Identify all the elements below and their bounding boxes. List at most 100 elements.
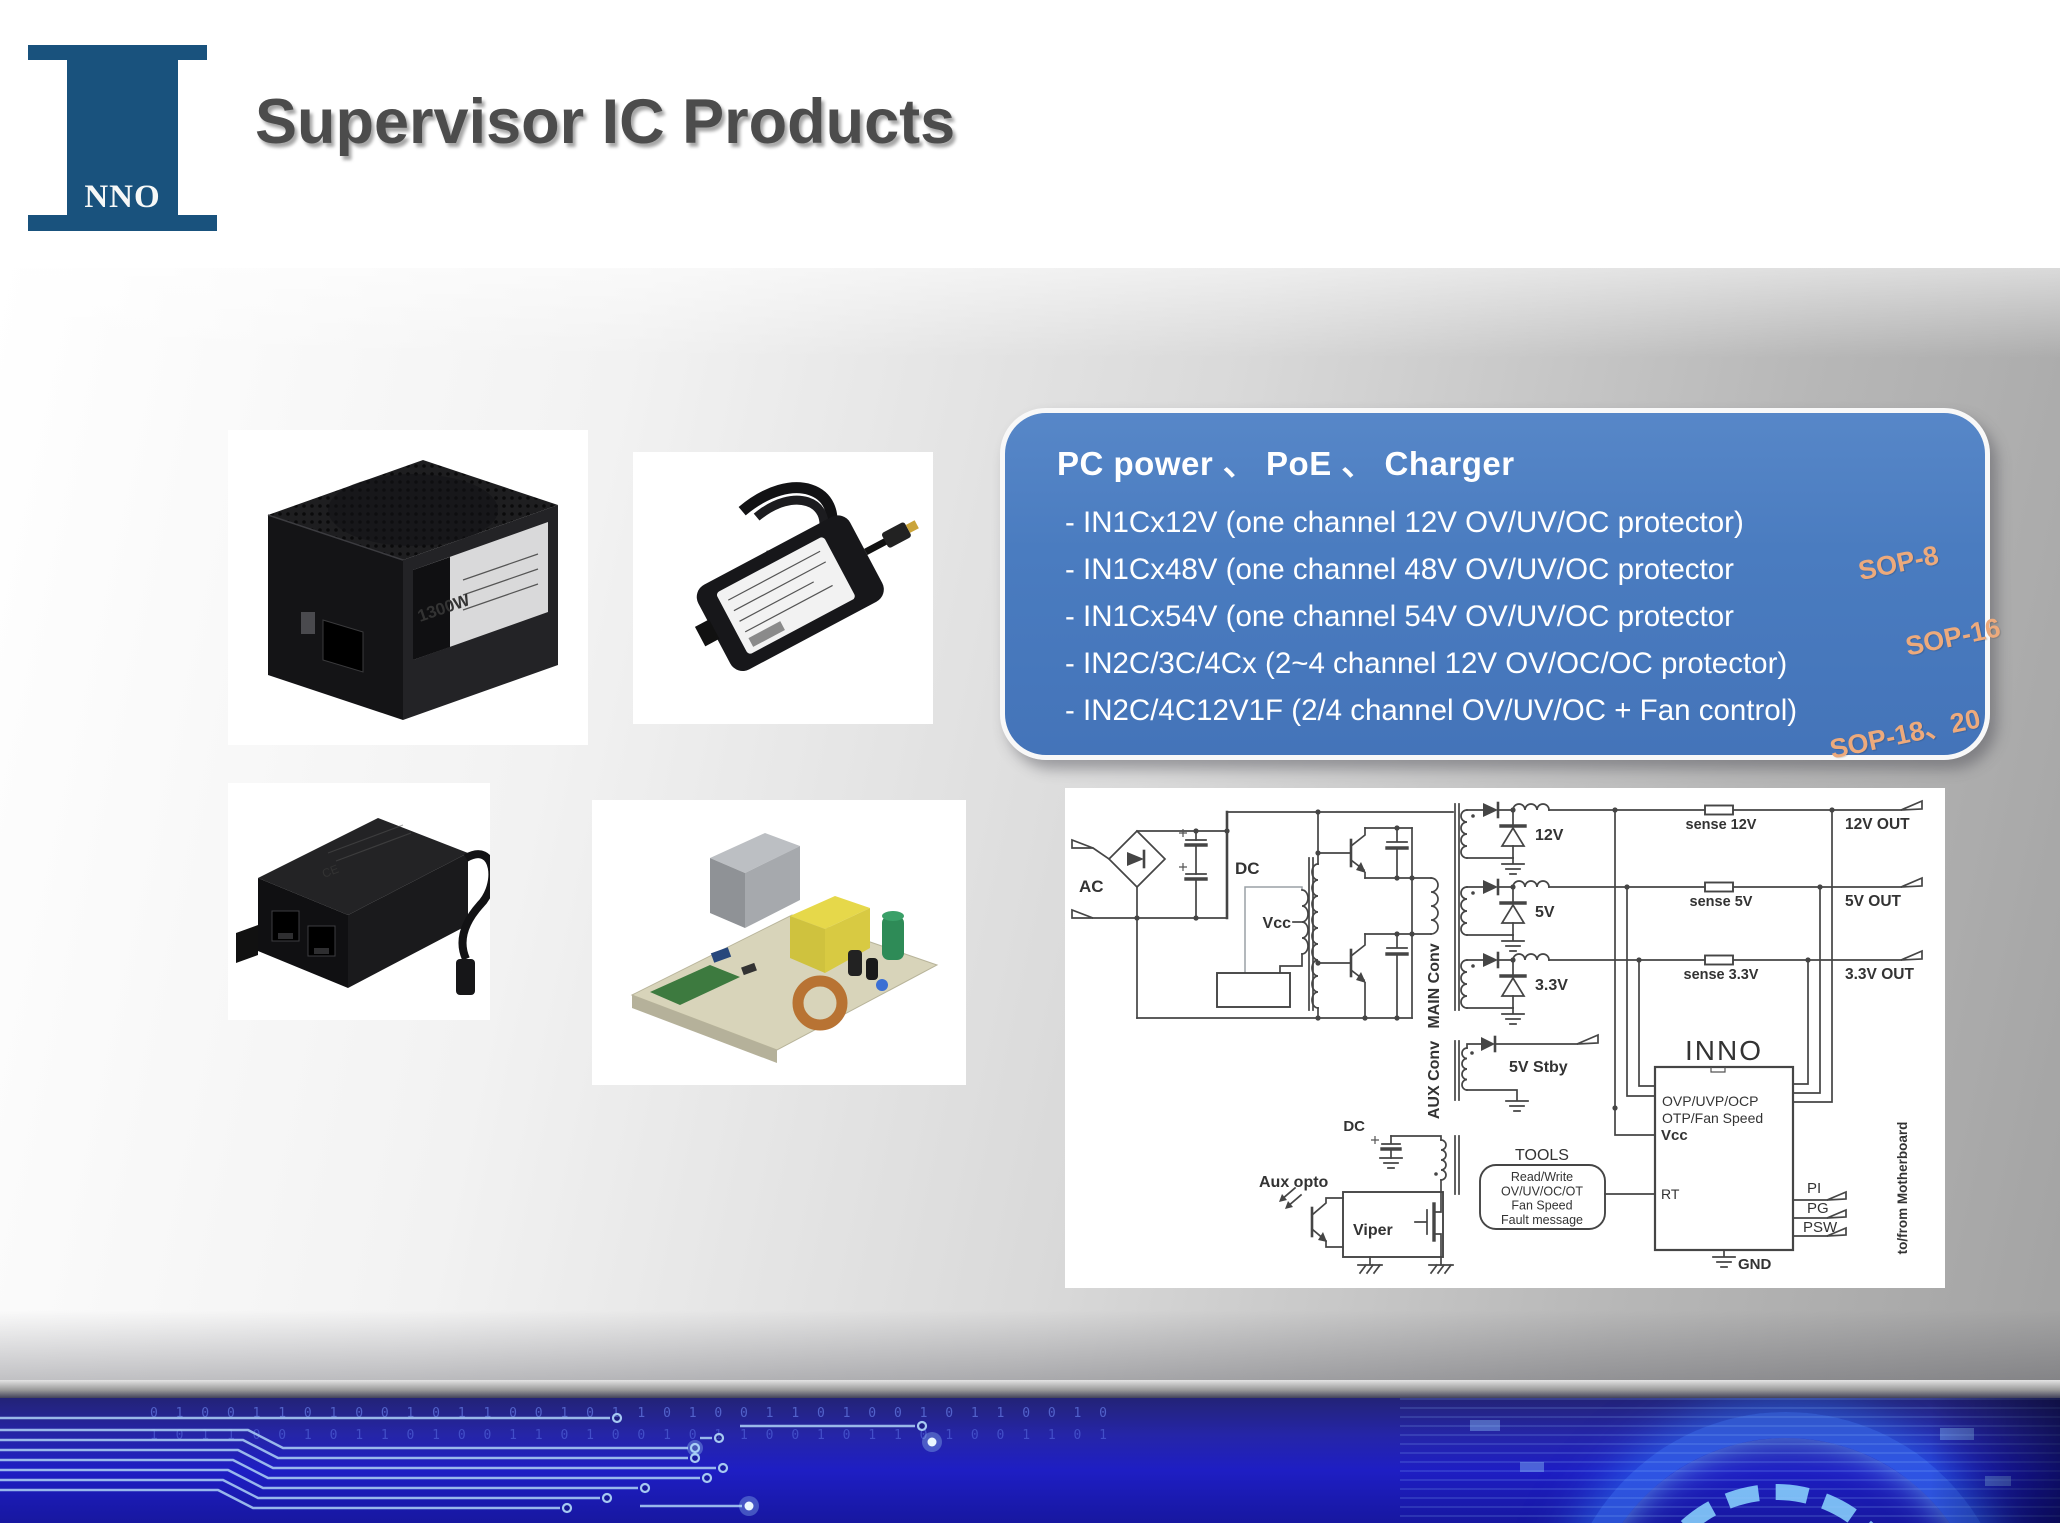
laptop-adapter-photo xyxy=(633,452,933,724)
bulk-capacitors xyxy=(1134,828,1230,921)
poe-mount-tab xyxy=(236,925,258,963)
chip-line2: OTP/Fan Speed xyxy=(1662,1110,1763,1126)
chip-rt-pin: RT xyxy=(1661,1186,1680,1202)
sense-12v-label: sense 12V xyxy=(1686,817,1757,833)
psu-supervisor-schematic: AC DC Vcc xyxy=(1065,788,1945,1288)
chip-gnd-pin: GND xyxy=(1738,1256,1772,1273)
adapter-plug-tip xyxy=(905,520,919,533)
footer: 0 1 0 0 1 1 0 1 0 0 1 0 1 1 0 0 1 0 1 1 … xyxy=(0,1380,2060,1523)
board-transformer-side xyxy=(825,908,870,973)
product-family-list: - IN1Cx12V (one channel 12V OV/UV/OC pro… xyxy=(1005,485,1985,734)
open-frame-psu-photo xyxy=(592,800,966,1085)
psu-left-face xyxy=(268,515,403,720)
sense-rails xyxy=(1612,807,1835,1136)
pwm-controller-box xyxy=(1216,972,1291,1008)
footer-fade-strip xyxy=(0,1380,2060,1398)
logo-bottom-bar xyxy=(28,215,217,231)
rail-12v-label: 12V xyxy=(1535,827,1564,844)
adapter-group xyxy=(694,482,919,672)
psu-power-switch xyxy=(301,612,315,634)
board-heatsink-side xyxy=(710,858,745,928)
stby-label: 5V Stby xyxy=(1509,1059,1568,1076)
motherboard-label: to/from Motherboard xyxy=(1895,1122,1910,1255)
aux-conv-label: AUX Conv xyxy=(1426,1041,1443,1119)
rail-3v3-label: 3.3V xyxy=(1535,977,1568,994)
board-heatsink-top xyxy=(710,833,800,873)
pin-pi-label: PI xyxy=(1807,1180,1821,1197)
rail-5v-label: 5V xyxy=(1535,904,1555,921)
poe-ce-mark: CE xyxy=(320,862,341,881)
pin-pg-label: PG xyxy=(1807,1200,1829,1217)
dc-bus: DC xyxy=(1136,810,1454,1019)
product-family-box: PC power 、 PoE 、 Charger - IN1Cx12V (one… xyxy=(1000,408,1990,760)
vcc-transformer: Vcc xyxy=(1216,809,1321,1021)
out-12v-label: 12V OUT xyxy=(1845,816,1910,833)
list-item: - IN2C/3C/4Cx (2~4 channel 12V OV/OC/OC … xyxy=(1065,647,1788,680)
poe-front-face xyxy=(258,878,348,988)
aux-converter: AUX Conv 5V Stby DC xyxy=(1343,1033,1599,1195)
footer-circuit-banner: 0 1 0 0 1 1 0 1 0 0 1 0 1 1 0 0 1 0 1 1 … xyxy=(0,1398,2060,1523)
sense-resistor-5v xyxy=(1704,881,1734,893)
dc-label: DC xyxy=(1235,859,1260,878)
poe-top-face xyxy=(258,818,468,915)
poe-rj45-port-2 xyxy=(307,925,336,957)
sense-3v3-label: sense 3.3V xyxy=(1684,967,1759,983)
list-item: - IN2C/4C12V1F (2/4 channel OV/UV/OC + F… xyxy=(1065,694,1798,727)
psu-label-dark xyxy=(413,557,450,660)
list-item: - IN1Cx54V (one channel 54V OV/UV/OC pro… xyxy=(1065,600,1734,633)
main-transformer: MAIN Conv xyxy=(1364,803,1460,1029)
board-black-cap-2 xyxy=(866,958,878,980)
tools-title: TOOLS xyxy=(1515,1147,1569,1164)
tools-line4: Fault message xyxy=(1501,1213,1583,1227)
ac-input: AC xyxy=(1071,838,1228,919)
supervisor-chip: INNO OVP/UVP/OCP OTP/Fan Speed Vcc RT GN… xyxy=(1653,1035,1910,1273)
logo-stem xyxy=(67,45,178,223)
poe-right-face xyxy=(348,853,468,988)
secondary-5v: 5V sense 5V 5V OUT xyxy=(1460,876,1923,952)
chip-vcc-pin: Vcc xyxy=(1661,1127,1688,1144)
psu-fan xyxy=(328,474,498,546)
psu-photo: 1300W xyxy=(228,430,588,745)
bridge-rectifier xyxy=(1107,829,1167,889)
board-transformer-top xyxy=(790,896,870,929)
vcc-primary-label: Vcc xyxy=(1263,915,1292,932)
dc-aux-label: DC xyxy=(1343,1118,1365,1135)
list-item: - IN1Cx12V (one channel 12V OV/UV/OC pro… xyxy=(1065,506,1744,539)
tools-line3: Fan Speed xyxy=(1511,1199,1572,1213)
right-dark-edge xyxy=(1930,1398,2060,1523)
adapter-strain-relief xyxy=(694,619,720,647)
poe-injector-photo: CE xyxy=(228,783,490,1020)
chip-line1: OVP/UVP/OCP xyxy=(1662,1093,1758,1109)
adapter-label xyxy=(716,537,855,654)
tools-line2: OV/UV/OC/OT xyxy=(1501,1185,1583,1199)
sense-resistor-12v xyxy=(1704,804,1734,816)
adapter-plug xyxy=(882,522,911,548)
out-5v-label: 5V OUT xyxy=(1845,893,1902,910)
secondary-3v3: 3.3V sense 3.3V 3.3V OUT xyxy=(1460,949,1923,1025)
poe-cable xyxy=(458,850,490,961)
board-green-pcb xyxy=(650,965,740,1005)
viper-circuit: Viper Aux opto xyxy=(1259,1174,1454,1275)
tools-line1: Read/Write xyxy=(1511,1170,1573,1184)
sense-5v-label: sense 5V xyxy=(1690,894,1753,910)
secondary-12v: 12V sense 12V 12V OUT xyxy=(1460,799,1923,875)
tools-bubble: TOOLS Read/Write OV/UV/OC/OT Fan Speed F… xyxy=(1479,1147,1656,1230)
half-bridge-switches xyxy=(1315,825,1413,1021)
chip-name: INNO xyxy=(1685,1035,1763,1066)
ac-label: AC xyxy=(1079,877,1104,896)
logo-text: NNO xyxy=(84,179,161,215)
viper-label: Viper xyxy=(1353,1222,1393,1239)
list-item: - IN1Cx48V (one channel 48V OV/UV/OC pro… xyxy=(1065,553,1734,586)
sense-resistor-3v3 xyxy=(1704,954,1734,966)
poe-dc-plug xyxy=(456,959,475,995)
board-toroid-coil xyxy=(792,975,848,1031)
digital-circle-graphic xyxy=(1400,1398,2060,1523)
psu-ac-inlet xyxy=(322,619,364,673)
pcb-traces-graphic xyxy=(0,1412,942,1516)
board-green-cap xyxy=(882,916,904,960)
product-family-heading: PC power 、 PoE 、 Charger xyxy=(1057,445,1515,482)
aux-opto-label: Aux opto xyxy=(1259,1174,1329,1191)
out-3v3-label: 3.3V OUT xyxy=(1845,966,1914,983)
board-transformer-front xyxy=(790,916,825,973)
page-title: Supervisor IC Products xyxy=(255,87,956,157)
